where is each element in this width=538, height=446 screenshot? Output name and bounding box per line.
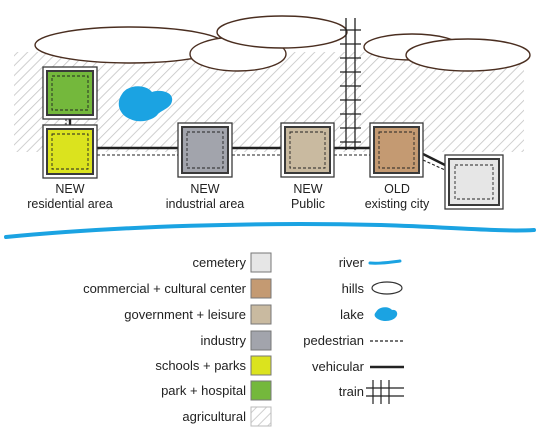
legend-swatches [250,252,272,427]
legend-label-hills: hills [341,281,364,296]
legend-label-government: government + leisure [124,307,246,322]
hill [216,15,348,49]
vehicular-roads [97,146,446,167]
lake [118,86,173,122]
label-line: Public [290,197,326,211]
block-industrial [177,122,233,178]
hill [405,38,531,72]
legend-label-river: river [338,255,364,270]
block-residential [42,124,98,179]
legend-label-agricultural: agricultural [182,409,246,424]
block-old-city [369,122,424,178]
legend-label-schools: schools + parks [155,358,246,373]
legend-symbols [366,259,404,404]
label-line: NEW [293,182,323,196]
river-symbol [368,259,402,265]
legend-label-lake: lake [340,307,364,322]
swatch-commercial [250,278,272,299]
legend-label-industry: industry [200,333,246,348]
swatch-government [250,304,272,325]
label-line: NEW [55,182,85,196]
train-symbol [366,380,404,404]
river [4,222,536,239]
pedestrian-paths [97,154,446,171]
train-track [340,18,361,150]
label-industrial: NEW industrial area [143,182,267,212]
hills-symbol [371,281,403,295]
block-cemetery [444,154,504,210]
legend-label-park: park + hospital [161,383,246,398]
label-residential: NEW residential area [8,182,132,212]
legend-label-cemetery: cemetery [192,255,246,270]
label-line: industrial area [165,197,245,211]
label-old-city: OLD existing city [346,182,448,212]
lake-symbol [374,307,398,321]
swatch-industry [250,330,272,351]
label-line: OLD [384,182,410,196]
legend-label-commercial: commercial + cultural center [83,281,246,296]
block-park-hospital [42,66,98,120]
swatch-schools [250,355,272,376]
label-line: NEW [190,182,220,196]
label-public: NEW Public [263,182,353,212]
swatch-agricultural [250,406,272,427]
swatch-cemetery [250,252,272,273]
legend-label-vehicular: vehicular [311,359,364,374]
hills [34,15,531,72]
legend-label-pedestrian: pedestrian [303,333,364,348]
label-line: existing city [364,197,430,211]
swatch-park [250,380,272,401]
block-public [280,122,335,178]
label-line: residential area [27,197,113,211]
legend-label-train: train [338,384,364,399]
